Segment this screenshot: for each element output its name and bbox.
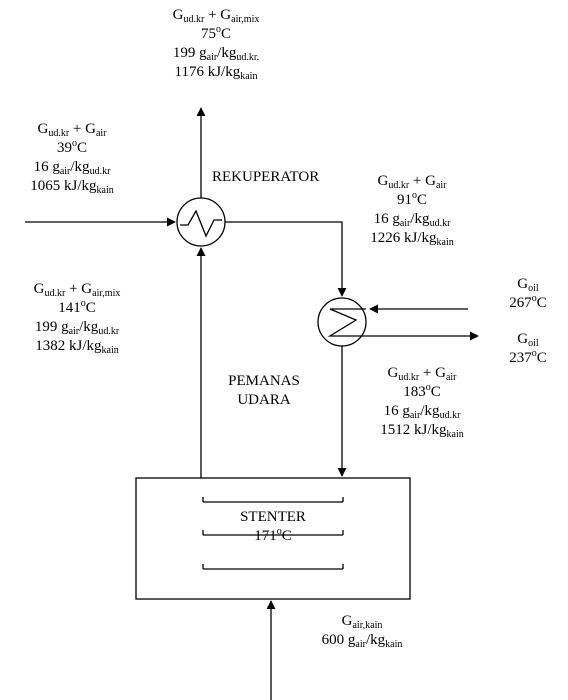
top-stream-label: Gud.kr + Gair,mix 75oC 199 gair/kgud.kr.…: [172, 7, 260, 82]
after-heater-label: Gud.kr + Gair 183oC 16 gair/kgud.kr 1512…: [380, 365, 464, 440]
stenter-temp: 171oC: [254, 526, 292, 545]
stenter-box: [135, 477, 411, 600]
fabric-air-label: Gair,kain 600 gair/kgkain: [321, 613, 403, 650]
stenter-label: STENTER: [240, 509, 306, 525]
oil-inlet-label: Goil 267oC: [509, 276, 547, 311]
air-heater-label: PEMANAS UDARA: [228, 373, 300, 408]
inlet-air-label: Gud.kr + Gair 39oC 16 gair/kgud.kr 1065 …: [30, 121, 114, 196]
after-rekuperator-label: Gud.kr + Gair 91oC 16 gair/kgud.kr 1226 …: [370, 173, 454, 248]
oil-outlet-label: Goil 237oC: [509, 331, 547, 366]
rekuperator-label: REKUPERATOR: [212, 169, 320, 185]
rekup-to-heater-line: [225, 221, 347, 297]
air-heater-symbol: [317, 297, 367, 347]
exhaust-air-label: Gud.kr + Gair,mix 141oC 199 gair/kgud.kr…: [33, 281, 121, 356]
air-heater-coil: [327, 308, 366, 337]
rekuperator-coil: [180, 209, 222, 238]
